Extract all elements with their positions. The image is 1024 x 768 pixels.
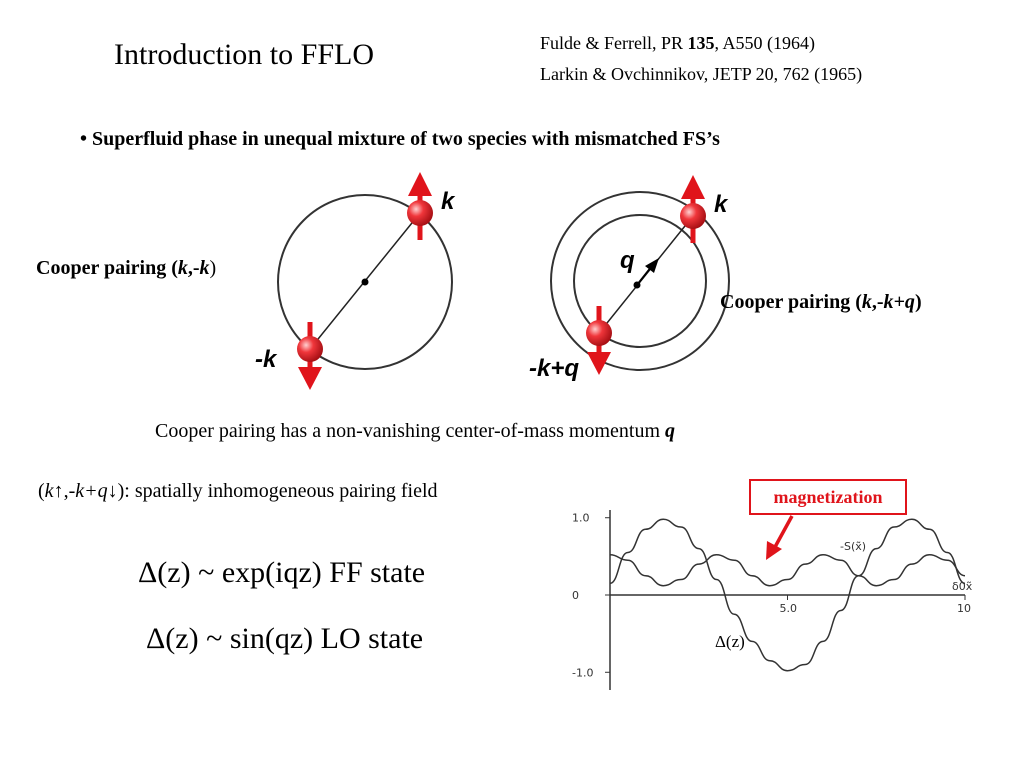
caption-cooper-pairing-right: Cooper pairing (k,-k+q) (720, 291, 922, 314)
ref1-rest: , A550 (1964) (714, 33, 816, 53)
pf-down: ↓ (107, 480, 118, 502)
formula-lo-state: Δ(z) ~ sin(qz) LO state (146, 622, 424, 655)
caption-prefix: Cooper pairing ( (36, 257, 178, 279)
note-text: Cooper pairing has a non-vanishing cente… (155, 420, 666, 442)
pf-up: ↑,- (53, 480, 76, 502)
axis-ticks: 1.0 0 -1.0 5.0 10 (572, 512, 971, 680)
reference-larkin-ovchinnikov: Larkin & Ovchinnikov, JETP 20, 762 (1965… (540, 64, 863, 84)
caption-prefix: Cooper pairing ( (720, 291, 862, 313)
caption-k: k (861, 291, 872, 313)
q-vector-arrow-icon (636, 258, 659, 286)
x-axis-label: δ0x̃ (952, 580, 973, 593)
caption-suffix: ) (914, 291, 922, 313)
diagram-right: k q -k+q (529, 175, 730, 382)
caption-k: k (177, 257, 188, 279)
pf-k: k (44, 480, 54, 502)
series-label-magnetization: -S(x̃) (840, 540, 866, 553)
pf-rest: ): spatially inhomogeneous pairing field (117, 480, 438, 502)
label-minus-k: -k (255, 346, 278, 373)
center-of-mass-note: Cooper pairing has a non-vanishing cente… (155, 420, 675, 443)
particle-ball-up (680, 203, 706, 229)
caption-cooper-pairing-left: Cooper pairing (k,-k) (36, 257, 216, 280)
magnetization-curve (609, 554, 966, 587)
delta-z-label: Δ(z) (715, 632, 745, 651)
caption-sep: ,- (187, 257, 200, 279)
references: Fulde & Ferrell, PR 135, A550 (1964) Lar… (540, 28, 862, 90)
pf-open: ( (38, 480, 45, 502)
pairing-field-text: (k↑,-k+q↓): spatially inhomogeneous pair… (38, 480, 438, 503)
ref1-volume: 135 (687, 33, 715, 53)
x-tick-label: 5.0 (780, 602, 798, 615)
fermi-circle (277, 194, 453, 370)
particle-ball-down (586, 320, 612, 346)
label-k: k (714, 191, 729, 218)
caption-k2: k+q (883, 291, 915, 313)
ref1-text: Fulde & Ferrell, PR (540, 33, 688, 53)
caption-sep: ,- (871, 291, 884, 313)
particle-ball-down (297, 336, 323, 362)
y-tick-label: -1.0 (572, 666, 593, 679)
caption-suffix: ) (209, 257, 217, 279)
outer-fermi-circle (550, 191, 730, 371)
note-q: q (665, 420, 676, 442)
caption-k2: k (199, 257, 210, 279)
y-tick-label: 1.0 (572, 512, 590, 525)
bullet-point: • Superfluid phase in unequal mixture of… (80, 128, 720, 151)
fermi-surface-diagrams: k -k k q -k+q (255, 172, 730, 390)
label-k: k (441, 188, 456, 215)
magnetization-pointer-arrow-icon (766, 515, 794, 560)
bullet-text: Superfluid phase in unequal mixture of t… (92, 128, 720, 150)
pf-kq: k+q (75, 480, 108, 502)
x-tick-label: 10 (957, 602, 971, 615)
bullet-symbol: • (80, 128, 88, 150)
particle-ball-up (407, 200, 433, 226)
label-q: q (620, 247, 635, 274)
center-dot (361, 278, 369, 286)
pairing-field-curve (609, 518, 966, 672)
y-tick-label: 0 (572, 589, 579, 602)
label-minus-k-plus-q: -k+q (529, 355, 579, 382)
slide-title: Introduction to FFLO (114, 38, 374, 71)
reference-fulde-ferrell: Fulde & Ferrell, PR 135, A550 (1964) (540, 28, 862, 59)
diagram-left: k -k (255, 172, 456, 390)
order-parameter-plot: 1.0 0 -1.0 5.0 10 -S(x̃) δ0x̃ (572, 510, 973, 690)
inner-fermi-circle (573, 214, 707, 348)
magnetization-label-box: magnetization (749, 479, 907, 515)
formula-ff-state: Δ(z) ~ exp(iqz) FF state (138, 556, 426, 589)
